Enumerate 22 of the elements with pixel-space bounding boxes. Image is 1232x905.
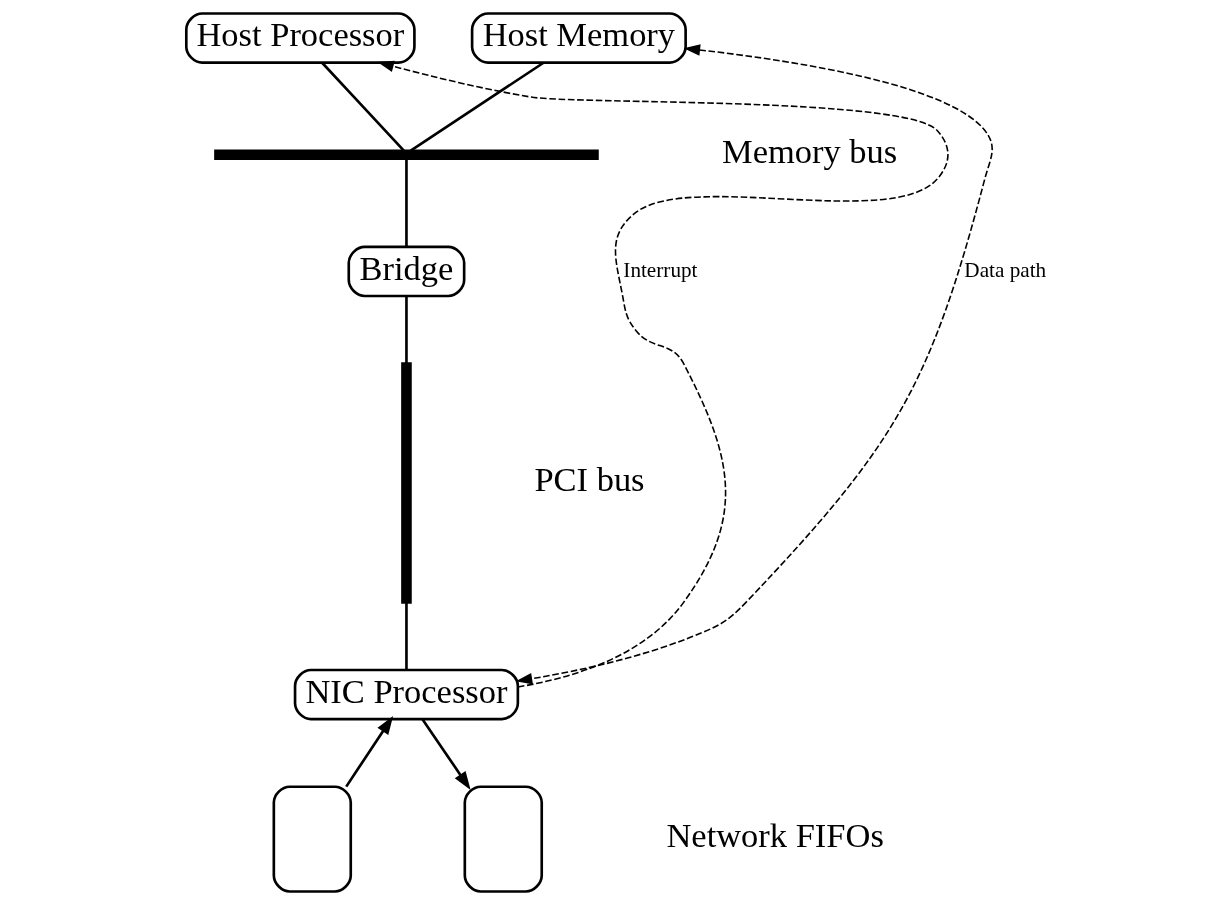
arrow	[345, 715, 394, 788]
connector	[321, 62, 405, 152]
edge-label: Interrupt	[623, 257, 698, 282]
node-box: Bridge	[347, 245, 466, 298]
node-box: NIC Processor	[293, 668, 520, 721]
arrow	[377, 60, 949, 688]
node-box: Host Processor	[184, 12, 416, 64]
edge-label: Data path	[964, 257, 1047, 282]
node-bar	[214, 149, 599, 161]
node-label: Memory bus	[722, 132, 898, 171]
label: Network FIFOs	[666, 816, 884, 855]
connector	[405, 602, 408, 670]
node-label: PCI bus	[534, 460, 645, 499]
node-box: Host Memory	[470, 12, 687, 64]
arrow	[421, 718, 471, 790]
connector	[405, 296, 408, 364]
node-box	[272, 785, 353, 893]
arrow	[515, 44, 993, 685]
node-bar	[401, 362, 412, 604]
node-box	[463, 785, 544, 893]
connector	[410, 61, 545, 152]
connector	[405, 158, 408, 247]
